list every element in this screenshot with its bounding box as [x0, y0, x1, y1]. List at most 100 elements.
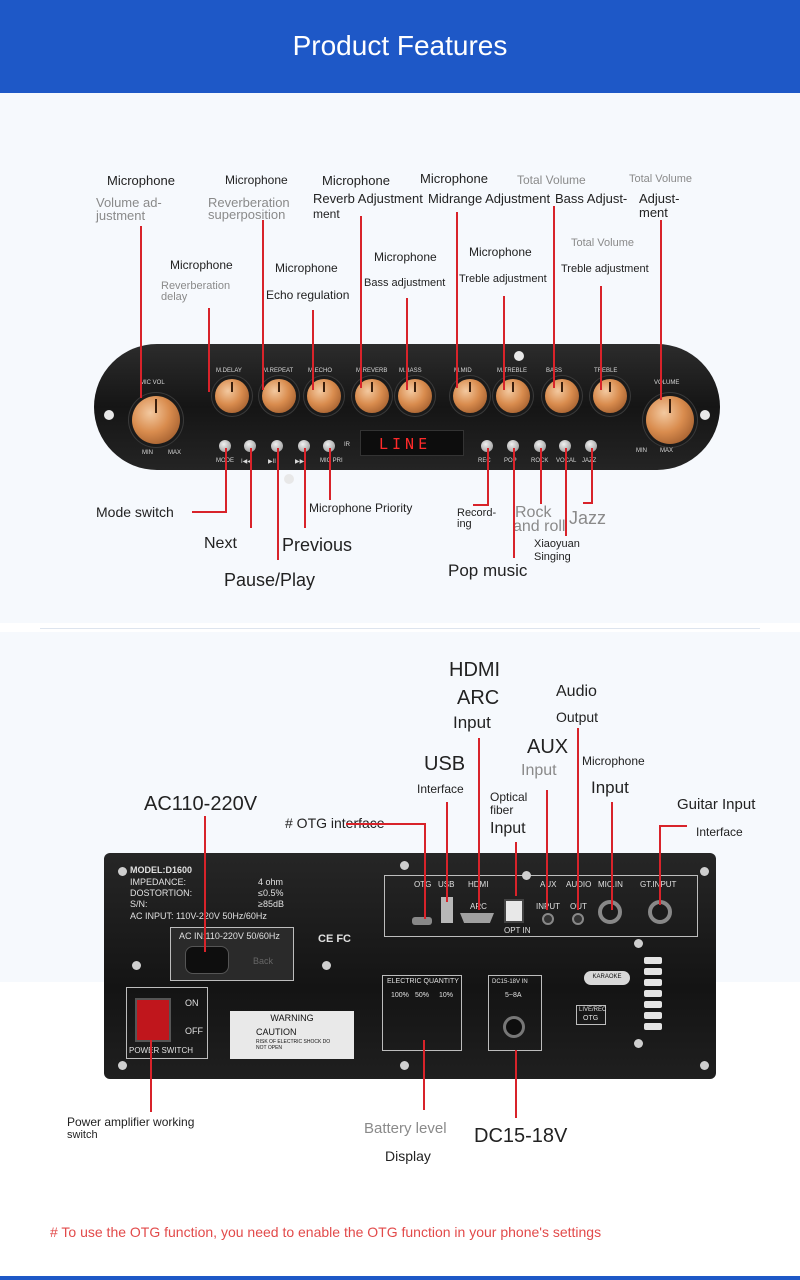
power-switch-box: ON OFF POWER SWITCH: [126, 987, 208, 1059]
front-button-caption: ▶II: [268, 459, 276, 465]
leader-mic-bass: [406, 298, 408, 390]
knob-caption: M.MID: [454, 368, 472, 374]
front-button--ii[interactable]: [271, 440, 283, 452]
label-optical-2: fiber: [490, 803, 514, 817]
label-previous: Previous: [282, 535, 353, 555]
leader-mic-reverb: [360, 216, 362, 388]
label-mic-vol-2: Volume ad-: [96, 195, 162, 210]
leader-ac: [204, 816, 206, 952]
front-button-mic-pri[interactable]: [323, 440, 335, 452]
front-button-caption: MIC PRI: [320, 458, 343, 464]
label-mic-bass-2: Bass adjustment: [364, 277, 446, 289]
screw: [118, 1061, 127, 1070]
front-button-caption: I◀◀: [241, 459, 252, 465]
label-mic-vol-3: justment: [96, 208, 146, 223]
front-button-pop[interactable]: [507, 440, 519, 452]
vent-slot: [644, 990, 662, 997]
knob-pointer: [155, 399, 157, 413]
label-mic-echo-1: Microphone: [275, 261, 338, 275]
vent-slot: [644, 1012, 662, 1019]
knob-m-repeat[interactable]: [262, 379, 296, 413]
label-mic-bass-1: Microphone: [374, 250, 437, 264]
label-mic-repeat-2: Reverberation: [208, 195, 290, 210]
audio-out-jack: [572, 913, 584, 925]
knob-pointer: [669, 399, 671, 413]
knob-caption: M.REPEAT: [263, 368, 294, 374]
knob-treble[interactable]: [593, 379, 627, 413]
leader-previous: [304, 448, 306, 528]
power-switch-label: POWER SWITCH: [129, 1046, 193, 1055]
front-button-mode[interactable]: [219, 440, 231, 452]
power-rocker: [135, 998, 171, 1042]
label-ac: AC110-220V: [144, 793, 258, 815]
label-recording-1: Record-: [457, 507, 497, 519]
knob-m-treble[interactable]: [496, 379, 530, 413]
leader-guitar-v: [659, 825, 661, 905]
label-mic-treble-2: Treble adjustment: [459, 273, 547, 285]
front-button-jazz[interactable]: [585, 440, 597, 452]
label-power-1: Power amplifier working: [67, 1115, 195, 1129]
leader-optical: [515, 842, 517, 896]
leader-pause: [277, 448, 279, 560]
dc-amp-label: 5~8A: [505, 992, 522, 999]
mic-in-jack: [598, 900, 622, 924]
screw: [400, 861, 409, 870]
warning-title: WARNING: [270, 1013, 314, 1023]
leader-treble: [600, 286, 602, 390]
warning-label: WARNING CAUTION RISK OF ELECTRIC SHOCK D…: [230, 1011, 354, 1059]
knob-volume[interactable]: [646, 396, 694, 444]
leader-mode-h: [192, 511, 227, 513]
vent-slot: [644, 957, 662, 964]
label-audio-out-1: Audio: [556, 683, 597, 700]
knob-caption: M.DELAY: [216, 368, 242, 374]
spec-impedance: IMPEDANCE:: [130, 877, 187, 887]
vent-slot: [644, 968, 662, 975]
label-mic-vol-1: Microphone: [107, 173, 175, 188]
on-label: ON: [185, 998, 199, 1008]
label-jazz: Jazz: [569, 508, 607, 528]
level-50: 50%: [415, 992, 430, 999]
label-recording-2: ing: [457, 518, 472, 530]
label-battery-1: Battery level: [364, 1120, 447, 1137]
live-rec-button: LIVE/REC OTG: [576, 1005, 606, 1025]
vent-slot: [644, 1001, 662, 1008]
label-mic-mid-2: Midrange Adjustment: [428, 191, 551, 206]
screw: [400, 1061, 409, 1070]
leader-pop: [513, 448, 515, 558]
label-mic-repeat-1: Microphone: [225, 173, 288, 187]
screw: [322, 961, 331, 970]
label-mic-delay-3: delay: [161, 291, 188, 303]
leader-usb: [446, 802, 448, 902]
front-button-caption: REC: [478, 458, 491, 464]
front-button-vocal[interactable]: [559, 440, 571, 452]
ac-socket-box: AC IN:110-220V 50/60Hz Back: [170, 927, 294, 981]
spec-sn-val: ≥85dB: [258, 899, 284, 909]
leader-mic-echo: [312, 310, 314, 390]
leader-mic-vol: [140, 226, 142, 398]
live-rec-label: LIVE/REC: [579, 1007, 607, 1013]
leader-audio-out: [577, 728, 579, 910]
aux-input-label: INPUT: [536, 902, 560, 911]
level-100: 100%: [391, 992, 409, 999]
front-button-rock[interactable]: [534, 440, 546, 452]
knob-bass[interactable]: [545, 379, 579, 413]
front-button-rec[interactable]: [481, 440, 493, 452]
spec-ac-input: AC INPUT: 110V-220V 50Hz/60Hz: [130, 911, 267, 921]
knob-m-bass[interactable]: [398, 379, 432, 413]
front-button-caption: JAZZ: [582, 458, 597, 464]
otg-port: [412, 917, 432, 925]
label-audio-out-2: Output: [556, 709, 599, 725]
label-battery-2: Display: [385, 1148, 431, 1164]
leader-hdmi: [478, 738, 480, 910]
knob-m-mid[interactable]: [453, 379, 487, 413]
max-label-volume: MAX: [660, 448, 674, 454]
knob-mic-vol[interactable]: [132, 396, 180, 444]
front-button-i-[interactable]: [244, 440, 256, 452]
knob-pointer: [469, 382, 471, 392]
knob-m-delay[interactable]: [215, 379, 249, 413]
front-button--i[interactable]: [298, 440, 310, 452]
port-panel: [384, 875, 698, 937]
leader-rec-v: [487, 448, 489, 506]
label-aux-1: AUX: [527, 736, 569, 758]
